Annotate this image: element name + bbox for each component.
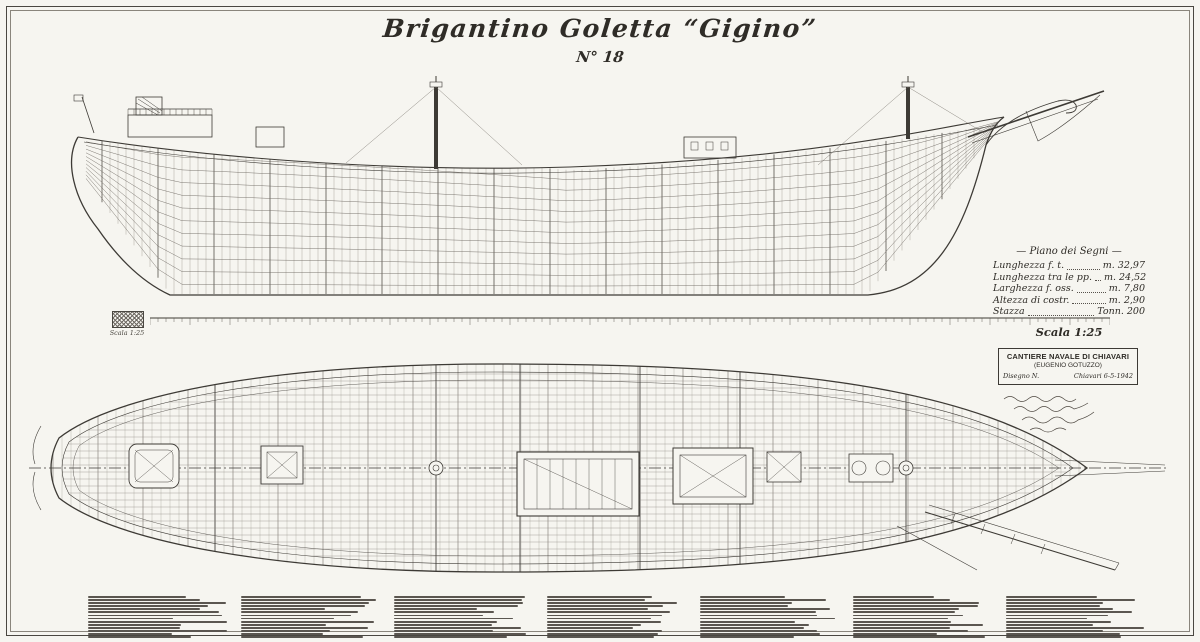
- ship-profile-drawing: [71, 76, 1105, 296]
- dimension-row-length-overall: Lunghezza f. t. m. 32,97: [993, 260, 1145, 271]
- scale-hatch-label: Scala 1:25: [109, 329, 145, 337]
- windlass: [848, 453, 894, 483]
- legend-column: [88, 596, 227, 638]
- scale-hatch-bar: [112, 311, 144, 328]
- shipyard-name: CANTIERE NAVALE DI CHIAVARI: [1006, 352, 1130, 361]
- deck-fittings: [128, 443, 1120, 571]
- dimension-row-tonnage: Stazza Tonn. 200: [993, 306, 1145, 317]
- hull-framing-lines: [85, 121, 999, 294]
- page-title: Brigantino Goletta “Gigino”: [381, 14, 819, 43]
- legend-column: [853, 596, 992, 638]
- martingale-stay: [1025, 94, 1101, 142]
- mid-deckhouse: [683, 136, 737, 159]
- legend-column: [700, 596, 839, 638]
- aft-deckhouse: [255, 126, 285, 148]
- deck-outline: [29, 363, 1166, 573]
- station-baseline: [150, 317, 1110, 325]
- mast-stays: [345, 86, 985, 166]
- legend-column: [547, 596, 686, 638]
- bowsprit: [967, 90, 1105, 138]
- drawing-number-label: Disegno N.: [1003, 372, 1040, 380]
- shipyard-stamp: CANTIERE NAVALE DI CHIAVARI (EUGENIO GOT…: [998, 348, 1138, 385]
- shipyard-owner: (EUGENIO GOTUZZO): [1034, 362, 1102, 369]
- quarterdeck-house: [127, 114, 213, 138]
- ensign-staff: [81, 96, 95, 134]
- ship-deck-plan-drawing: [29, 363, 1166, 573]
- dimensions-table-header: — Piano dei Segni —: [1016, 246, 1122, 257]
- stern-davit: [32, 425, 42, 511]
- dimension-row-length-pp: Lunghezza tra le pp. m. 24,52: [993, 271, 1147, 283]
- legend-column: [1006, 596, 1145, 638]
- signature-script: [1003, 396, 1095, 433]
- bowsprit-plan: [1054, 459, 1166, 477]
- companionway: [135, 96, 163, 116]
- legend-column: [394, 596, 533, 638]
- dimension-row-breadth: Larghezza f. oss. m. 7,80: [993, 283, 1145, 294]
- legend: [88, 596, 1145, 638]
- deck-railing: [127, 108, 213, 115]
- dimensions-table: — Piano dei Segni — Lunghezza f. t. m. 3…: [993, 246, 1147, 339]
- scale-note: Scala 1:25: [1035, 324, 1103, 339]
- stowed-spar: [896, 504, 1120, 571]
- hull-outline: [71, 76, 1105, 296]
- drawing-date: Chiavari 6-5-1942: [1073, 372, 1133, 380]
- legend-column: [241, 596, 380, 638]
- page-subtitle: N° 18: [575, 48, 625, 66]
- dimension-row-depth: Altezza di costr. m. 2,90: [993, 294, 1145, 306]
- ensign-flag: [73, 94, 84, 102]
